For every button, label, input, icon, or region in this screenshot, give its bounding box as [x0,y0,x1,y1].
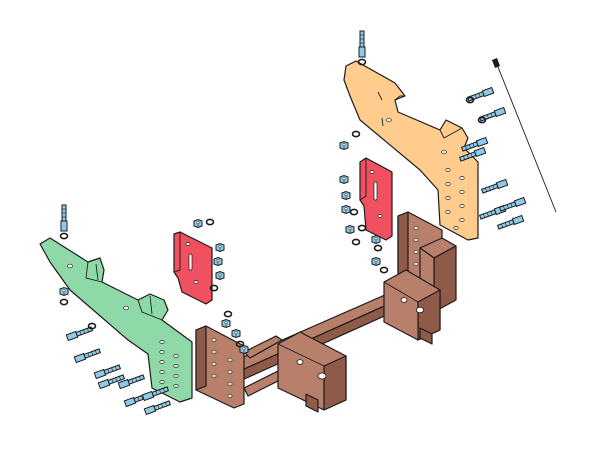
washer-icon [59,232,69,240]
washer-icon [357,58,367,66]
nut-icon [341,191,351,200]
bolt-icon [60,204,68,232]
nut-icon [215,271,225,280]
nut-icon [239,345,249,354]
receiver-crossbar-frame [195,211,457,413]
nut-icon [371,235,381,244]
left-bracket-holes [67,263,179,388]
nut-icon [339,141,349,150]
washer-icon [379,266,389,274]
washer-icon [349,208,359,216]
washer-icon [351,238,361,246]
washer-icon [87,322,97,330]
bolt-icon [466,86,495,103]
nut-icon [221,319,231,328]
right-side-bracket [343,60,479,241]
nut-icon [339,175,349,184]
nut-icon [371,257,381,266]
nut-icon [341,205,351,214]
bolt-icon [478,106,507,123]
bolt-icon [496,214,525,231]
left-spacer-plate [173,231,213,305]
washer-icon [351,130,361,138]
bolt-icon [358,30,366,58]
nut-icon [231,329,241,338]
bolt-icon [93,363,122,380]
nut-icon [215,243,225,252]
washer-icon [59,298,69,306]
right-spacer-plate [359,157,393,241]
washer-icon [373,244,383,252]
bolt-icon [143,399,172,416]
bolt-icon [73,347,102,364]
right-bracket-holes [386,117,465,230]
nut-icon [59,287,69,296]
nut-icon [213,257,223,266]
left-end-plate-holes [211,338,233,398]
nut-icon [193,219,203,228]
bolt-icon [498,196,527,213]
washer-icon [357,224,367,232]
washer-icon [205,218,215,226]
nut-icon [345,225,355,234]
fish-wire-tool [492,58,557,213]
washer-icon [223,310,233,318]
bolt-icon [480,178,509,195]
left-side-bracket [39,237,193,403]
